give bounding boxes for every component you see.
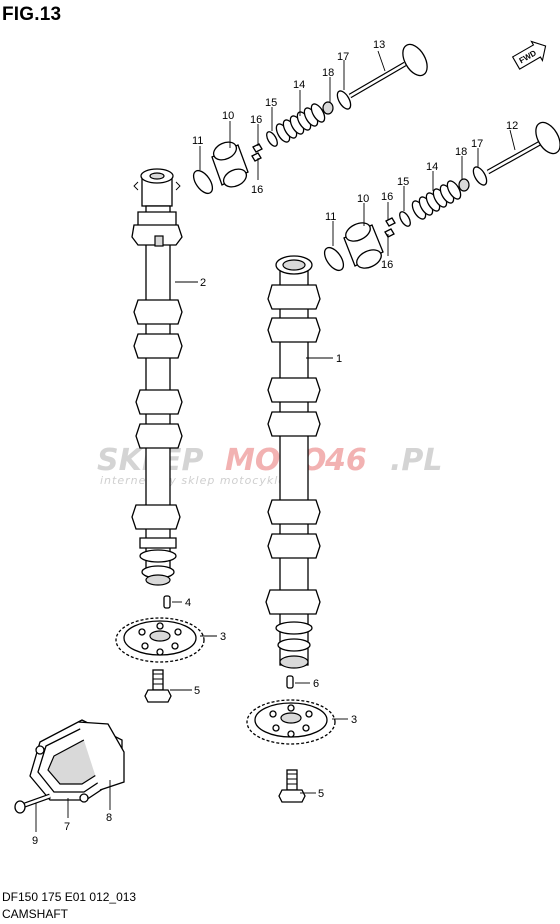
callout-6: 6 — [313, 678, 319, 690]
callout-7: 7 — [64, 821, 70, 833]
callout-3b: 3 — [351, 714, 357, 726]
callout-13: 13 — [373, 39, 385, 51]
dowel-pin-6 — [286, 675, 294, 689]
callout-5a: 5 — [194, 685, 200, 697]
bolt-5b — [278, 769, 306, 803]
valve-seal-18 — [322, 101, 334, 115]
cotter-16a — [252, 143, 263, 153]
watermark-part-d: .PL — [390, 443, 443, 478]
valve-spring-14b — [411, 180, 462, 220]
callout-17a: 17 — [337, 51, 349, 63]
callout-15a: 15 — [265, 97, 277, 109]
callout-12: 12 — [506, 120, 518, 132]
callout-15b: 15 — [397, 176, 409, 188]
callout-1: 1 — [336, 353, 342, 365]
spring-seat-15 — [266, 131, 278, 147]
callout-11a: 11 — [192, 135, 203, 147]
callout-2: 2 — [200, 277, 206, 289]
valve-12 — [486, 121, 560, 175]
valve-13 — [348, 43, 428, 99]
callout-10a: 10 — [222, 110, 234, 122]
callout-9: 9 — [32, 835, 38, 847]
callout-5b: 5 — [318, 788, 324, 800]
tappet-10b — [343, 222, 384, 269]
shim-11 — [192, 169, 214, 195]
cotter-16d — [384, 228, 395, 238]
figure-title: FIG.13 — [2, 4, 62, 25]
watermark-part-c: 46 — [324, 443, 367, 478]
spring-seat-15b — [399, 211, 411, 227]
watermark: SKLEP MOTO 46 .PL internetowy sklep moto… — [97, 443, 443, 487]
sprocket-3b — [246, 699, 336, 745]
camshaft-1 — [265, 255, 321, 669]
callout-4: 4 — [185, 597, 191, 609]
leader-lines — [35, 50, 516, 832]
callout-18a: 18 — [322, 67, 334, 79]
callout-17b: 17 — [471, 138, 483, 150]
valve-train-lower — [323, 121, 560, 272]
valve-train-upper — [192, 43, 428, 195]
cotter-16c — [385, 217, 396, 227]
watermark-subtitle: internetowy sklep motocyklowy — [100, 474, 304, 487]
camshaft-2 — [131, 168, 183, 586]
callout-10b: 10 — [357, 193, 369, 205]
callout-3a: 3 — [220, 631, 226, 643]
callout-8: 8 — [106, 812, 112, 824]
spring-retainer-17 — [336, 90, 352, 110]
fwd-direction-badge: FWD — [511, 40, 547, 70]
bolt-9 — [14, 793, 51, 814]
callout-16d: 16 — [381, 259, 393, 271]
callout-16b: 16 — [251, 184, 263, 196]
callout-labels: 13 17 18 14 15 10 16 16 11 12 17 18 14 1… — [32, 39, 518, 847]
tappet-10 — [211, 141, 249, 188]
watermark-part-b: MOTO — [225, 443, 326, 478]
valve-spring-14 — [275, 103, 326, 143]
shim-11b — [323, 246, 345, 272]
dowel-pin-4 — [163, 595, 171, 609]
callout-18b: 18 — [455, 146, 467, 158]
callout-14a: 14 — [293, 79, 305, 91]
figure-name: CAMSHAFT — [2, 907, 68, 921]
callout-11b: 11 — [325, 211, 336, 223]
gasket-8 — [77, 721, 125, 791]
bolt-5a — [144, 669, 172, 703]
sprocket-3a — [115, 617, 205, 663]
spring-retainer-17b — [472, 166, 488, 186]
cotter-16b — [251, 152, 262, 162]
figure-code: DF150 175 E01 012_013 — [2, 890, 137, 904]
callout-16a: 16 — [250, 114, 262, 126]
callout-16c: 16 — [381, 191, 393, 203]
callout-14b: 14 — [426, 161, 438, 173]
valve-seal-18b — [458, 178, 470, 192]
